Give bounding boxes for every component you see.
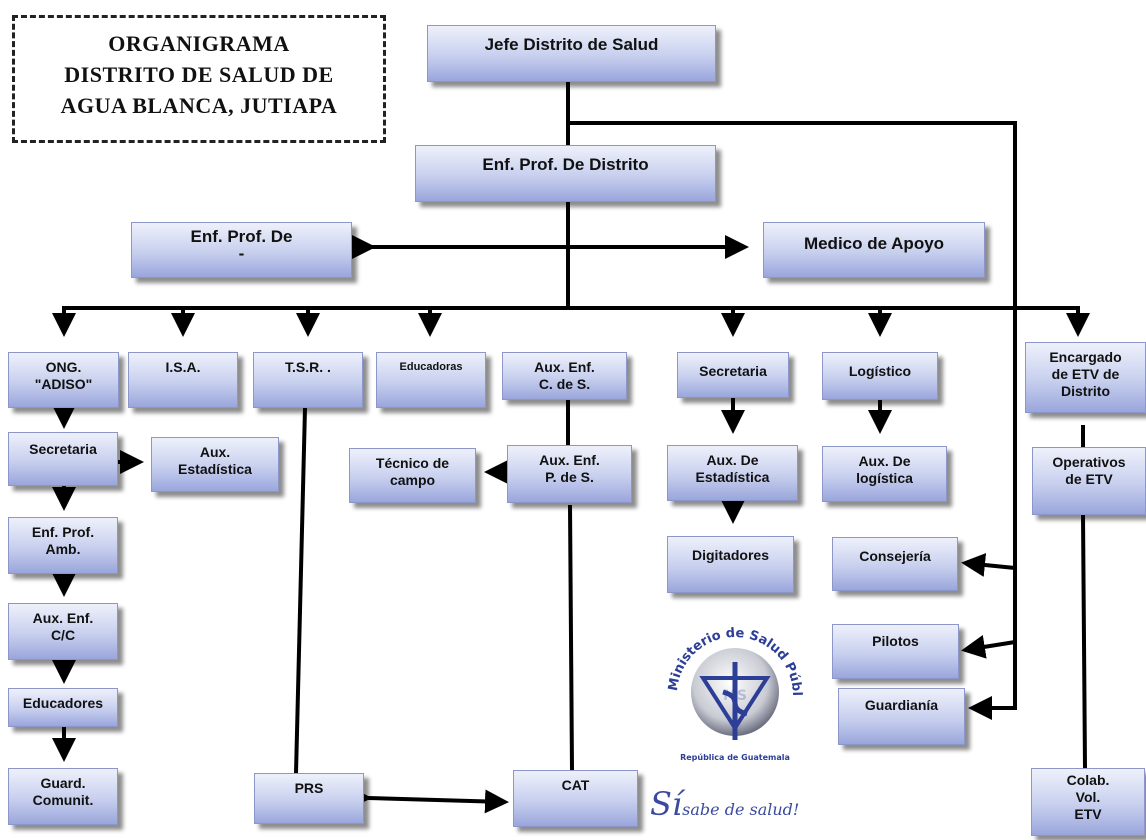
node-secretaria-main: Secretaria bbox=[677, 352, 789, 398]
node-cat: CAT bbox=[513, 770, 638, 827]
node-isa: I.S.A. bbox=[128, 352, 238, 408]
node-enf-prof-distrito: Enf. Prof. De Distrito bbox=[415, 145, 716, 202]
title-line-1: ORGANIGRAMA bbox=[108, 31, 290, 56]
ministerio-salud-seal: Ministerio de Salud Pública MS República… bbox=[655, 600, 804, 762]
node-encargado-etv: Encargado de ETV de Distrito bbox=[1025, 342, 1146, 413]
node-ong-adiso: ONG. "ADISO" bbox=[8, 352, 119, 408]
node-aux-enf-ps: Aux. Enf. P. de S. bbox=[507, 445, 632, 503]
node-digitadores: Digitadores bbox=[667, 536, 794, 593]
node-guard-comunit: Guard. Comunit. bbox=[8, 768, 118, 825]
node-enf-prof-amb: Enf. Prof. Amb. bbox=[8, 517, 118, 574]
node-enf-prof-de: Enf. Prof. De - bbox=[131, 222, 352, 278]
node-pilotos: Pilotos bbox=[832, 624, 959, 679]
node-secretaria-ong: Secretaria bbox=[8, 432, 118, 486]
seal-country-text: República de Guatemala bbox=[680, 753, 790, 762]
node-medico-apoyo: Medico de Apoyo bbox=[763, 222, 985, 278]
node-aux-enf-cs: Aux. Enf. C. de S. bbox=[502, 352, 627, 400]
node-educadoras: Educadoras bbox=[376, 352, 486, 408]
node-aux-enf-cc: Aux. Enf. C/C bbox=[8, 603, 118, 660]
node-guardiania: Guardianía bbox=[838, 688, 965, 745]
node-operativos-etv: Operativos de ETV bbox=[1032, 447, 1146, 515]
node-jefe-distrito: Jefe Distrito de Salud bbox=[427, 25, 716, 82]
right-feeder-line bbox=[568, 121, 1017, 710]
node-colab-vol-etv: Colab. Vol. ETV bbox=[1031, 768, 1145, 836]
slogan-rest: sabe de salud! bbox=[682, 800, 800, 819]
node-educadores: Educadores bbox=[8, 688, 118, 727]
node-consejeria: Consejería bbox=[832, 537, 958, 591]
chart-title-box: ORGANIGRAMA DISTRITO DE SALUD DE AGUA BL… bbox=[12, 15, 386, 143]
title-line-2: DISTRITO DE SALUD DE bbox=[64, 62, 334, 87]
slogan-lead: Sí bbox=[650, 785, 683, 823]
node-tsr: T.S.R. . bbox=[253, 352, 363, 408]
seal-caduceus-icon bbox=[722, 662, 748, 740]
node-aux-de-estadistica: Aux. De Estadística bbox=[667, 445, 798, 501]
node-aux-estadistica-ong: Aux. Estadística bbox=[151, 437, 279, 492]
node-logistico: Logístico bbox=[822, 352, 938, 400]
title-line-3: AGUA BLANCA, JUTIAPA bbox=[60, 93, 338, 118]
slogan: Sísabe de salud! bbox=[650, 785, 799, 823]
seal-monogram: MS bbox=[723, 688, 747, 704]
node-aux-de-logistica: Aux. De logística bbox=[822, 446, 947, 502]
node-tecnico-campo: Técnico de campo bbox=[349, 448, 476, 503]
node-prs: PRS bbox=[254, 773, 364, 824]
